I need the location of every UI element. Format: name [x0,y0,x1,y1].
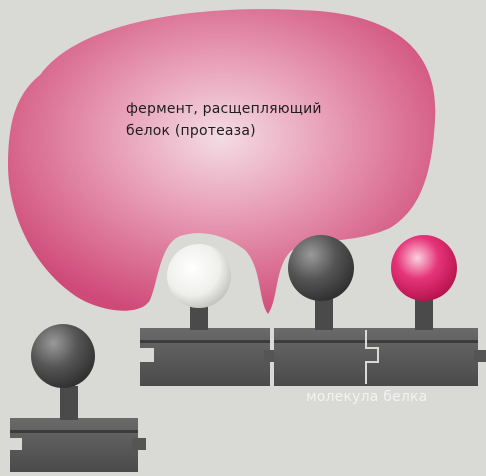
amino-ball-white [167,244,231,308]
segment-stripe [10,430,138,433]
segment-stripe [274,340,478,343]
chain-segment [140,328,270,386]
enzyme-label-line1: фермент, расщепляющий [126,98,322,120]
amino-ball-gray [31,324,95,388]
enzyme-label-line2: белок (протеаза) [126,120,322,142]
segment-stripe [140,340,270,343]
amino-stem [415,296,433,330]
amino-stem [60,386,78,420]
amino-stem [315,296,333,330]
amino-ball-pink [391,235,457,301]
amino-ball-gray [288,235,354,301]
chain-segment [274,328,370,386]
segment-notch [10,438,22,450]
chain-segment [366,328,478,386]
segment-nub [474,350,486,362]
segment-nub [132,438,146,450]
protein-label: молекула белка [306,386,427,408]
chain-segment [10,418,138,472]
enzyme-label: фермент, расщепляющий белок (протеаза) [126,98,322,142]
segment-notch [140,348,154,362]
